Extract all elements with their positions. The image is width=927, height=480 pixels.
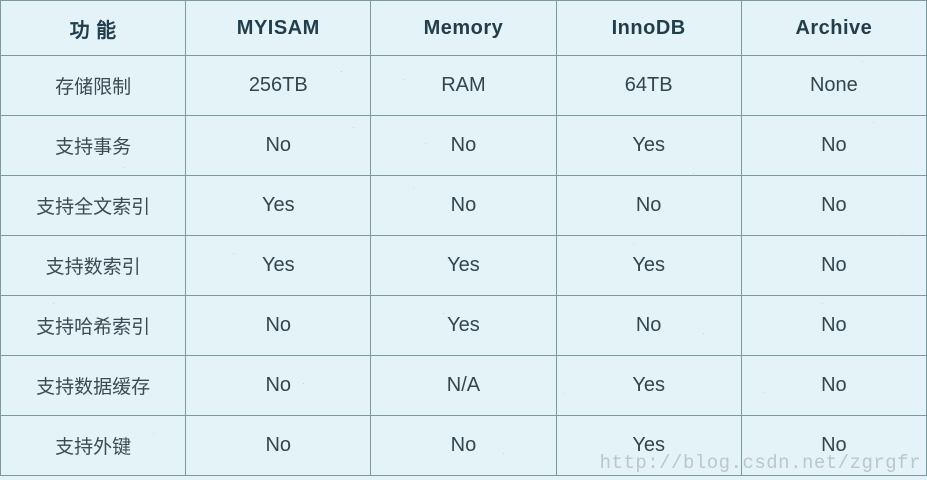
cell-memory: No [370,415,557,476]
cell-innodb: No [555,295,742,356]
cell-archive: None [740,55,927,116]
cell-archive: No [740,295,927,356]
cell-myisam: No [185,115,372,176]
table-row-fulltext-index: 支持全文索引 Yes No No No [0,175,927,236]
cell-archive: No [740,355,927,416]
cell-innodb: 64TB [555,55,742,116]
cell-myisam: Yes [185,235,372,296]
row-label: 支持数据缓存 [0,355,187,416]
cell-myisam: No [185,355,372,416]
row-label: 支持哈希索引 [0,295,187,356]
table-row-transactions: 支持事务 No No Yes No [0,115,927,176]
row-label: 支持数索引 [0,235,187,296]
cell-myisam: No [185,415,372,476]
row-label: 支持外键 [0,415,187,476]
cell-myisam: 256TB [185,55,372,116]
table-row-hash-index: 支持哈希索引 No Yes No No [0,295,927,356]
cell-innodb: Yes [555,415,742,476]
table-body: 存储限制 256TB RAM 64TB None 支持事务 No No Yes … [0,55,927,476]
cell-archive: No [740,115,927,176]
column-header-archive: Archive [740,0,927,56]
column-header-innodb: InnoDB [555,0,742,56]
cell-memory: No [370,115,557,176]
cell-memory: Yes [370,295,557,356]
cell-memory: N/A [370,355,557,416]
column-header-memory: Memory [370,0,557,56]
cell-myisam: Yes [185,175,372,236]
table-row-foreign-keys: 支持外键 No No Yes No [0,415,927,476]
cell-memory: Yes [370,235,557,296]
cell-innodb: Yes [555,235,742,296]
table-row-tree-index: 支持数索引 Yes Yes Yes No [0,235,927,296]
table-row-data-cache: 支持数据缓存 No N/A Yes No [0,355,927,416]
cell-memory: RAM [370,55,557,116]
column-header-feature: 功 能 [0,0,187,56]
table-header: 功 能 MYISAM Memory InnoDB Archive [0,0,927,56]
cell-innodb: Yes [555,355,742,416]
cell-archive: No [740,235,927,296]
header-row: 功 能 MYISAM Memory InnoDB Archive [0,0,927,56]
row-label: 支持事务 [0,115,187,176]
cell-memory: No [370,175,557,236]
cell-innodb: Yes [555,115,742,176]
cell-innodb: No [555,175,742,236]
cell-myisam: No [185,295,372,356]
column-header-myisam: MYISAM [185,0,372,56]
row-label: 支持全文索引 [0,175,187,236]
row-label: 存储限制 [0,55,187,116]
cell-archive: No [740,175,927,236]
cell-archive: No [740,415,927,476]
table-row-storage-limit: 存储限制 256TB RAM 64TB None [0,55,927,116]
